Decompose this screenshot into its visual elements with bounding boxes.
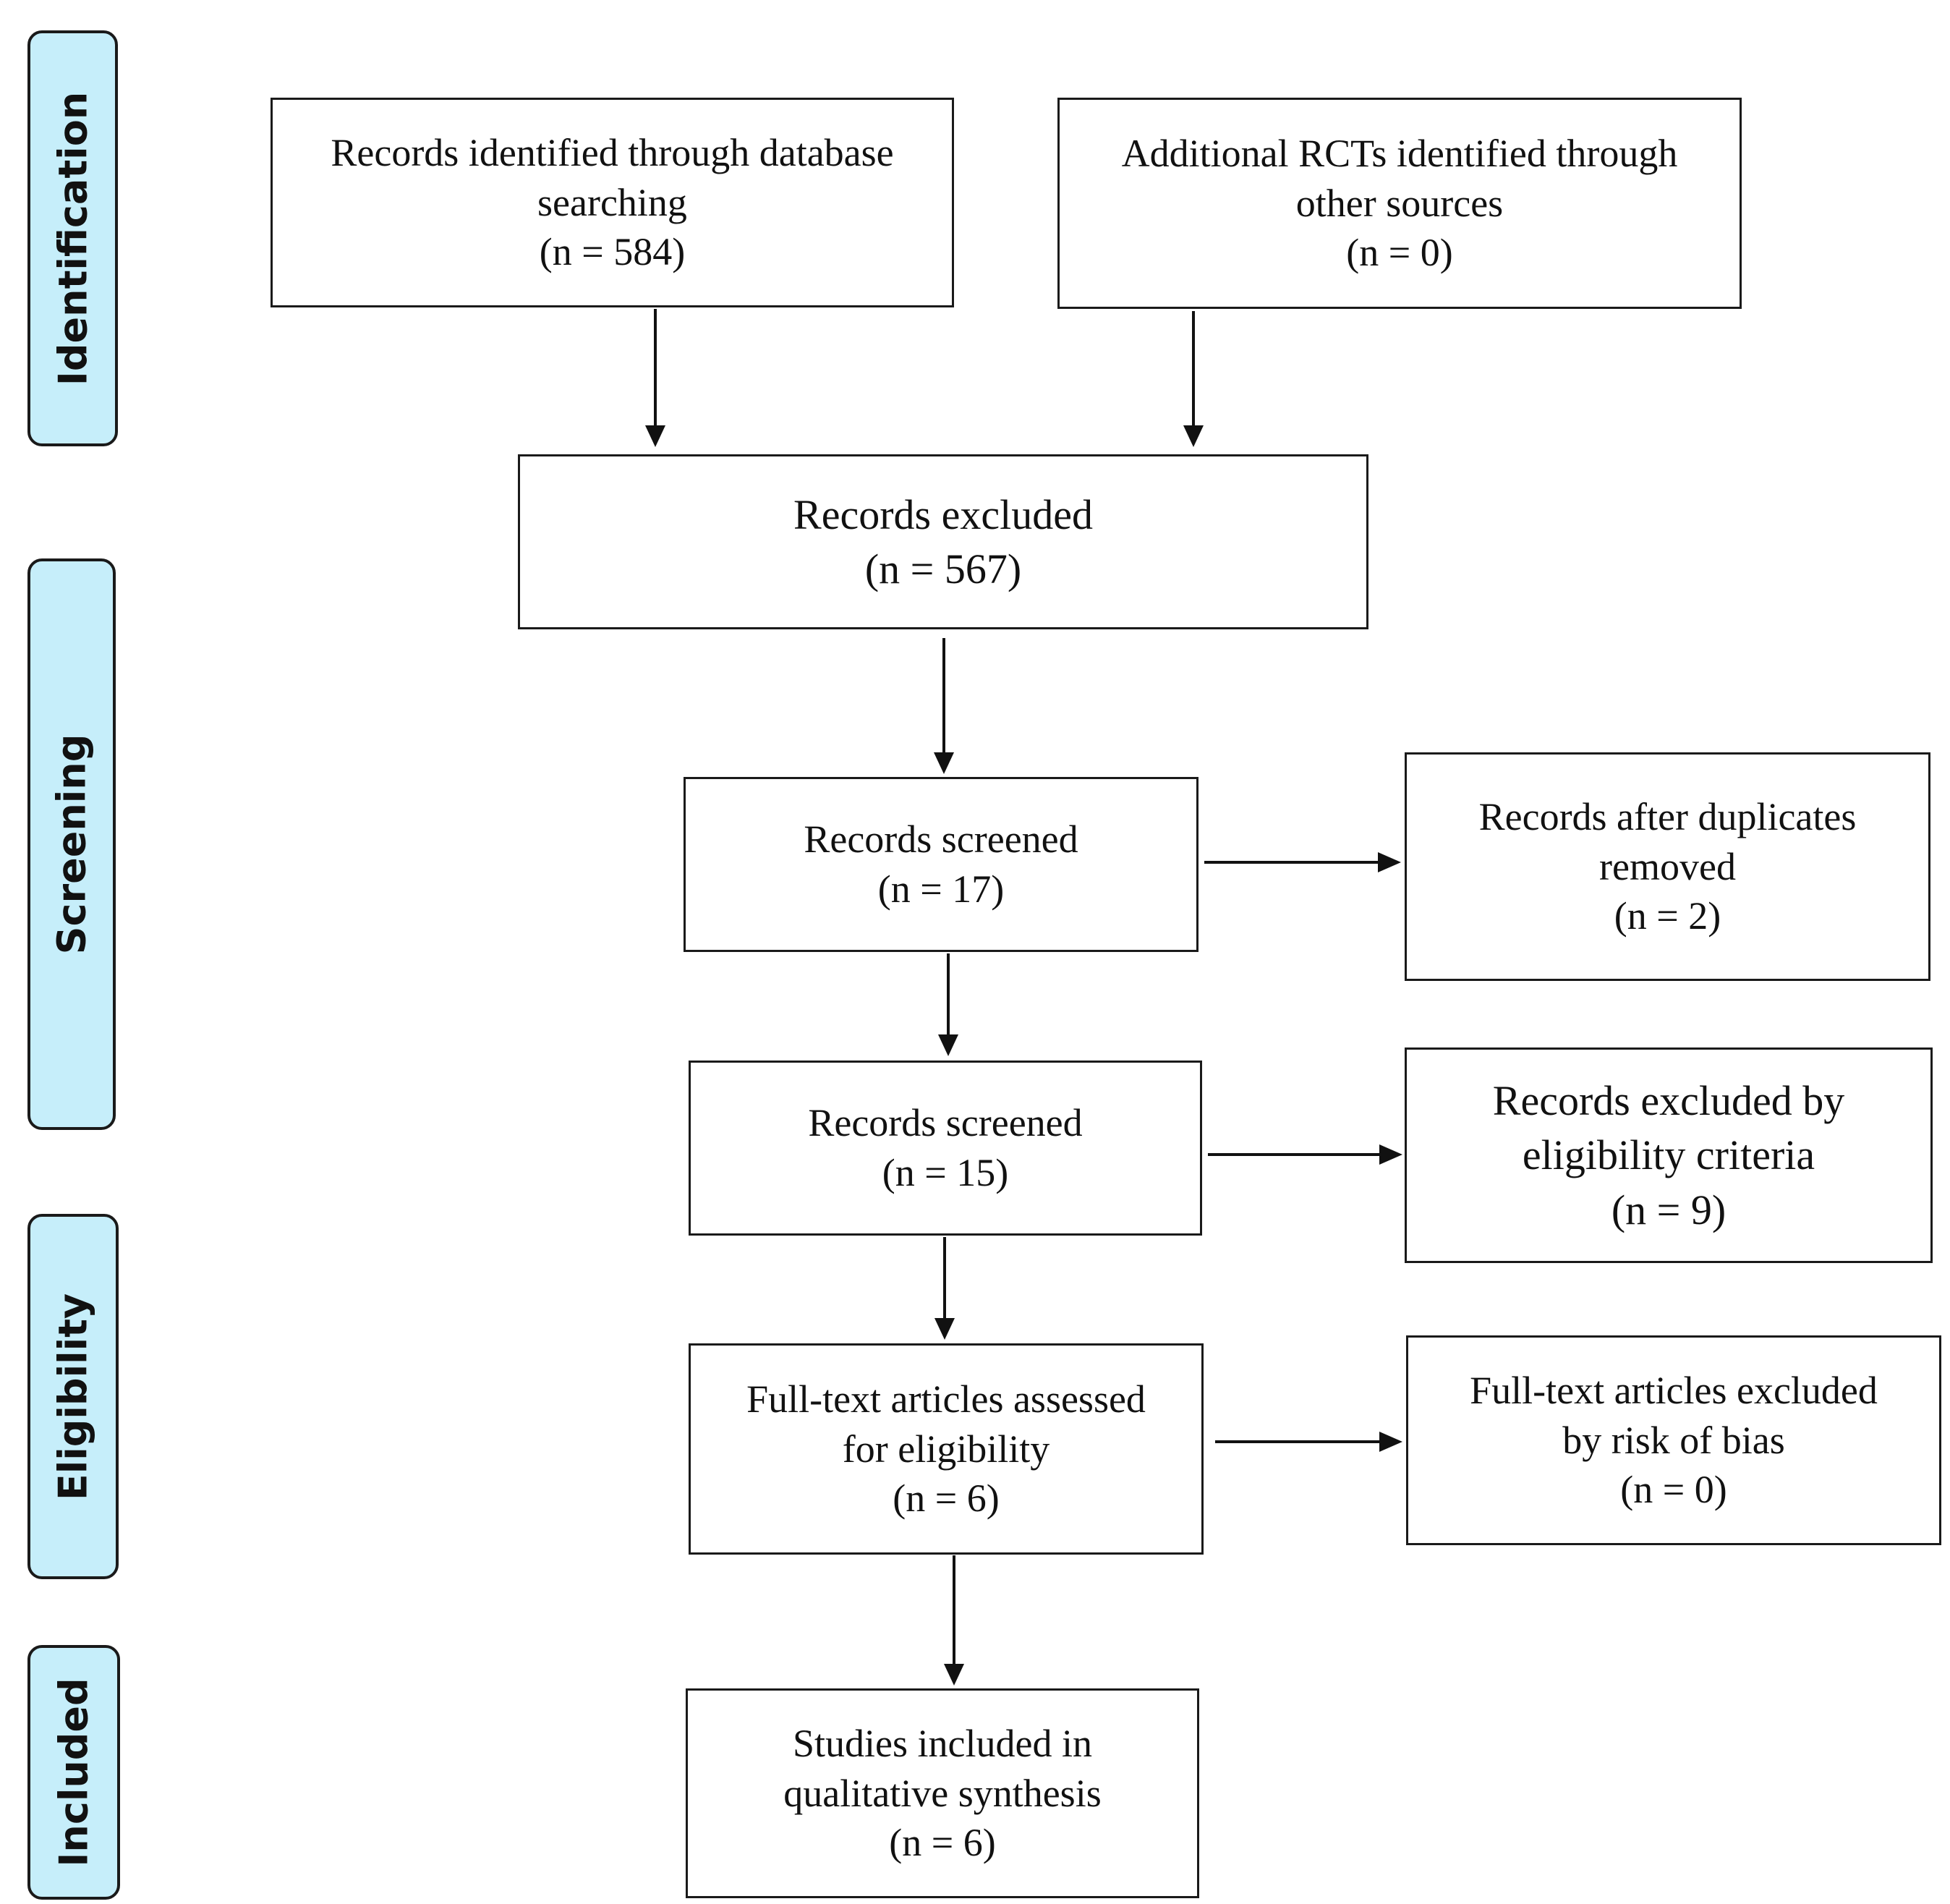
- box-text: Records excluded by: [1492, 1076, 1845, 1124]
- stage-screening: Screening: [27, 558, 116, 1130]
- box-count: (n = 2): [1614, 894, 1721, 938]
- stage-included: Included: [27, 1645, 120, 1900]
- box-duplicates-removed: Records after duplicates removed (n = 2): [1405, 752, 1930, 981]
- arrow-excluded-to-screened1-head: [934, 752, 954, 774]
- box-text: Records after duplicates: [1478, 795, 1857, 839]
- box-records-screened-1: Records screened (n = 17): [684, 777, 1198, 952]
- box-records-screened-2: Records screened (n = 15): [689, 1061, 1202, 1236]
- arrow-database-to-excluded-head: [645, 425, 665, 447]
- box-count: (n = 9): [1611, 1186, 1727, 1233]
- box-count: (n = 584): [539, 230, 686, 274]
- box-text: Records identified through database: [331, 131, 894, 175]
- box-fulltext-excluded-bias: Full-text articles excluded by risk of b…: [1406, 1335, 1941, 1545]
- box-fulltext-assessed: Full-text articles assessed for eligibil…: [689, 1343, 1204, 1555]
- box-count: (n = 0): [1346, 231, 1453, 275]
- box-text: Additional RCTs identified through: [1121, 132, 1678, 176]
- stage-eligibility: Eligibility: [27, 1214, 119, 1579]
- box-text: by risk of bias: [1562, 1418, 1785, 1462]
- box-records-excluded: Records excluded (n = 567): [518, 454, 1368, 629]
- arrow-fulltext-to-bias-head: [1379, 1432, 1402, 1452]
- arrow-screened1-to-duplicates-head: [1378, 852, 1401, 872]
- box-count: (n = 6): [889, 1821, 996, 1865]
- arrow-screened2-to-eligibility-head: [1379, 1144, 1402, 1165]
- box-text: removed: [1599, 844, 1736, 888]
- box-text: qualitative synthesis: [783, 1771, 1102, 1815]
- arrow-other-to-excluded-head: [1183, 425, 1204, 447]
- box-count: (n = 15): [882, 1151, 1009, 1194]
- box-text: other sources: [1295, 181, 1504, 225]
- box-text: Studies included in: [793, 1722, 1092, 1766]
- box-studies-included: Studies included in qualitative synthesi…: [686, 1688, 1199, 1898]
- box-text: Full-text articles assessed: [746, 1377, 1146, 1421]
- box-database-search: Records identified through database sear…: [271, 98, 954, 307]
- box-count: (n = 6): [893, 1476, 1000, 1521]
- box-text: for eligibility: [842, 1427, 1050, 1471]
- box-text: eligibility criteria: [1522, 1131, 1815, 1179]
- box-text: searching: [537, 180, 687, 224]
- arrow-screened1-to-screened2-head: [938, 1034, 958, 1056]
- box-other-sources: Additional RCTs identified through other…: [1057, 98, 1742, 309]
- box-text: Records screened: [808, 1101, 1083, 1145]
- box-excluded-eligibility: Records excluded by eligibility criteria…: [1405, 1047, 1933, 1263]
- box-text: Full-text articles excluded: [1470, 1369, 1878, 1413]
- box-count: (n = 0): [1620, 1468, 1727, 1512]
- box-text: Records screened: [804, 817, 1078, 862]
- box-text: Records excluded: [793, 490, 1093, 538]
- box-count: (n = 17): [877, 867, 1005, 911]
- box-count: (n = 567): [864, 545, 1022, 592]
- arrow-screened2-to-fulltext-head: [934, 1318, 955, 1340]
- stage-identification: Identification: [27, 30, 118, 446]
- arrow-fulltext-to-included-head: [944, 1664, 964, 1686]
